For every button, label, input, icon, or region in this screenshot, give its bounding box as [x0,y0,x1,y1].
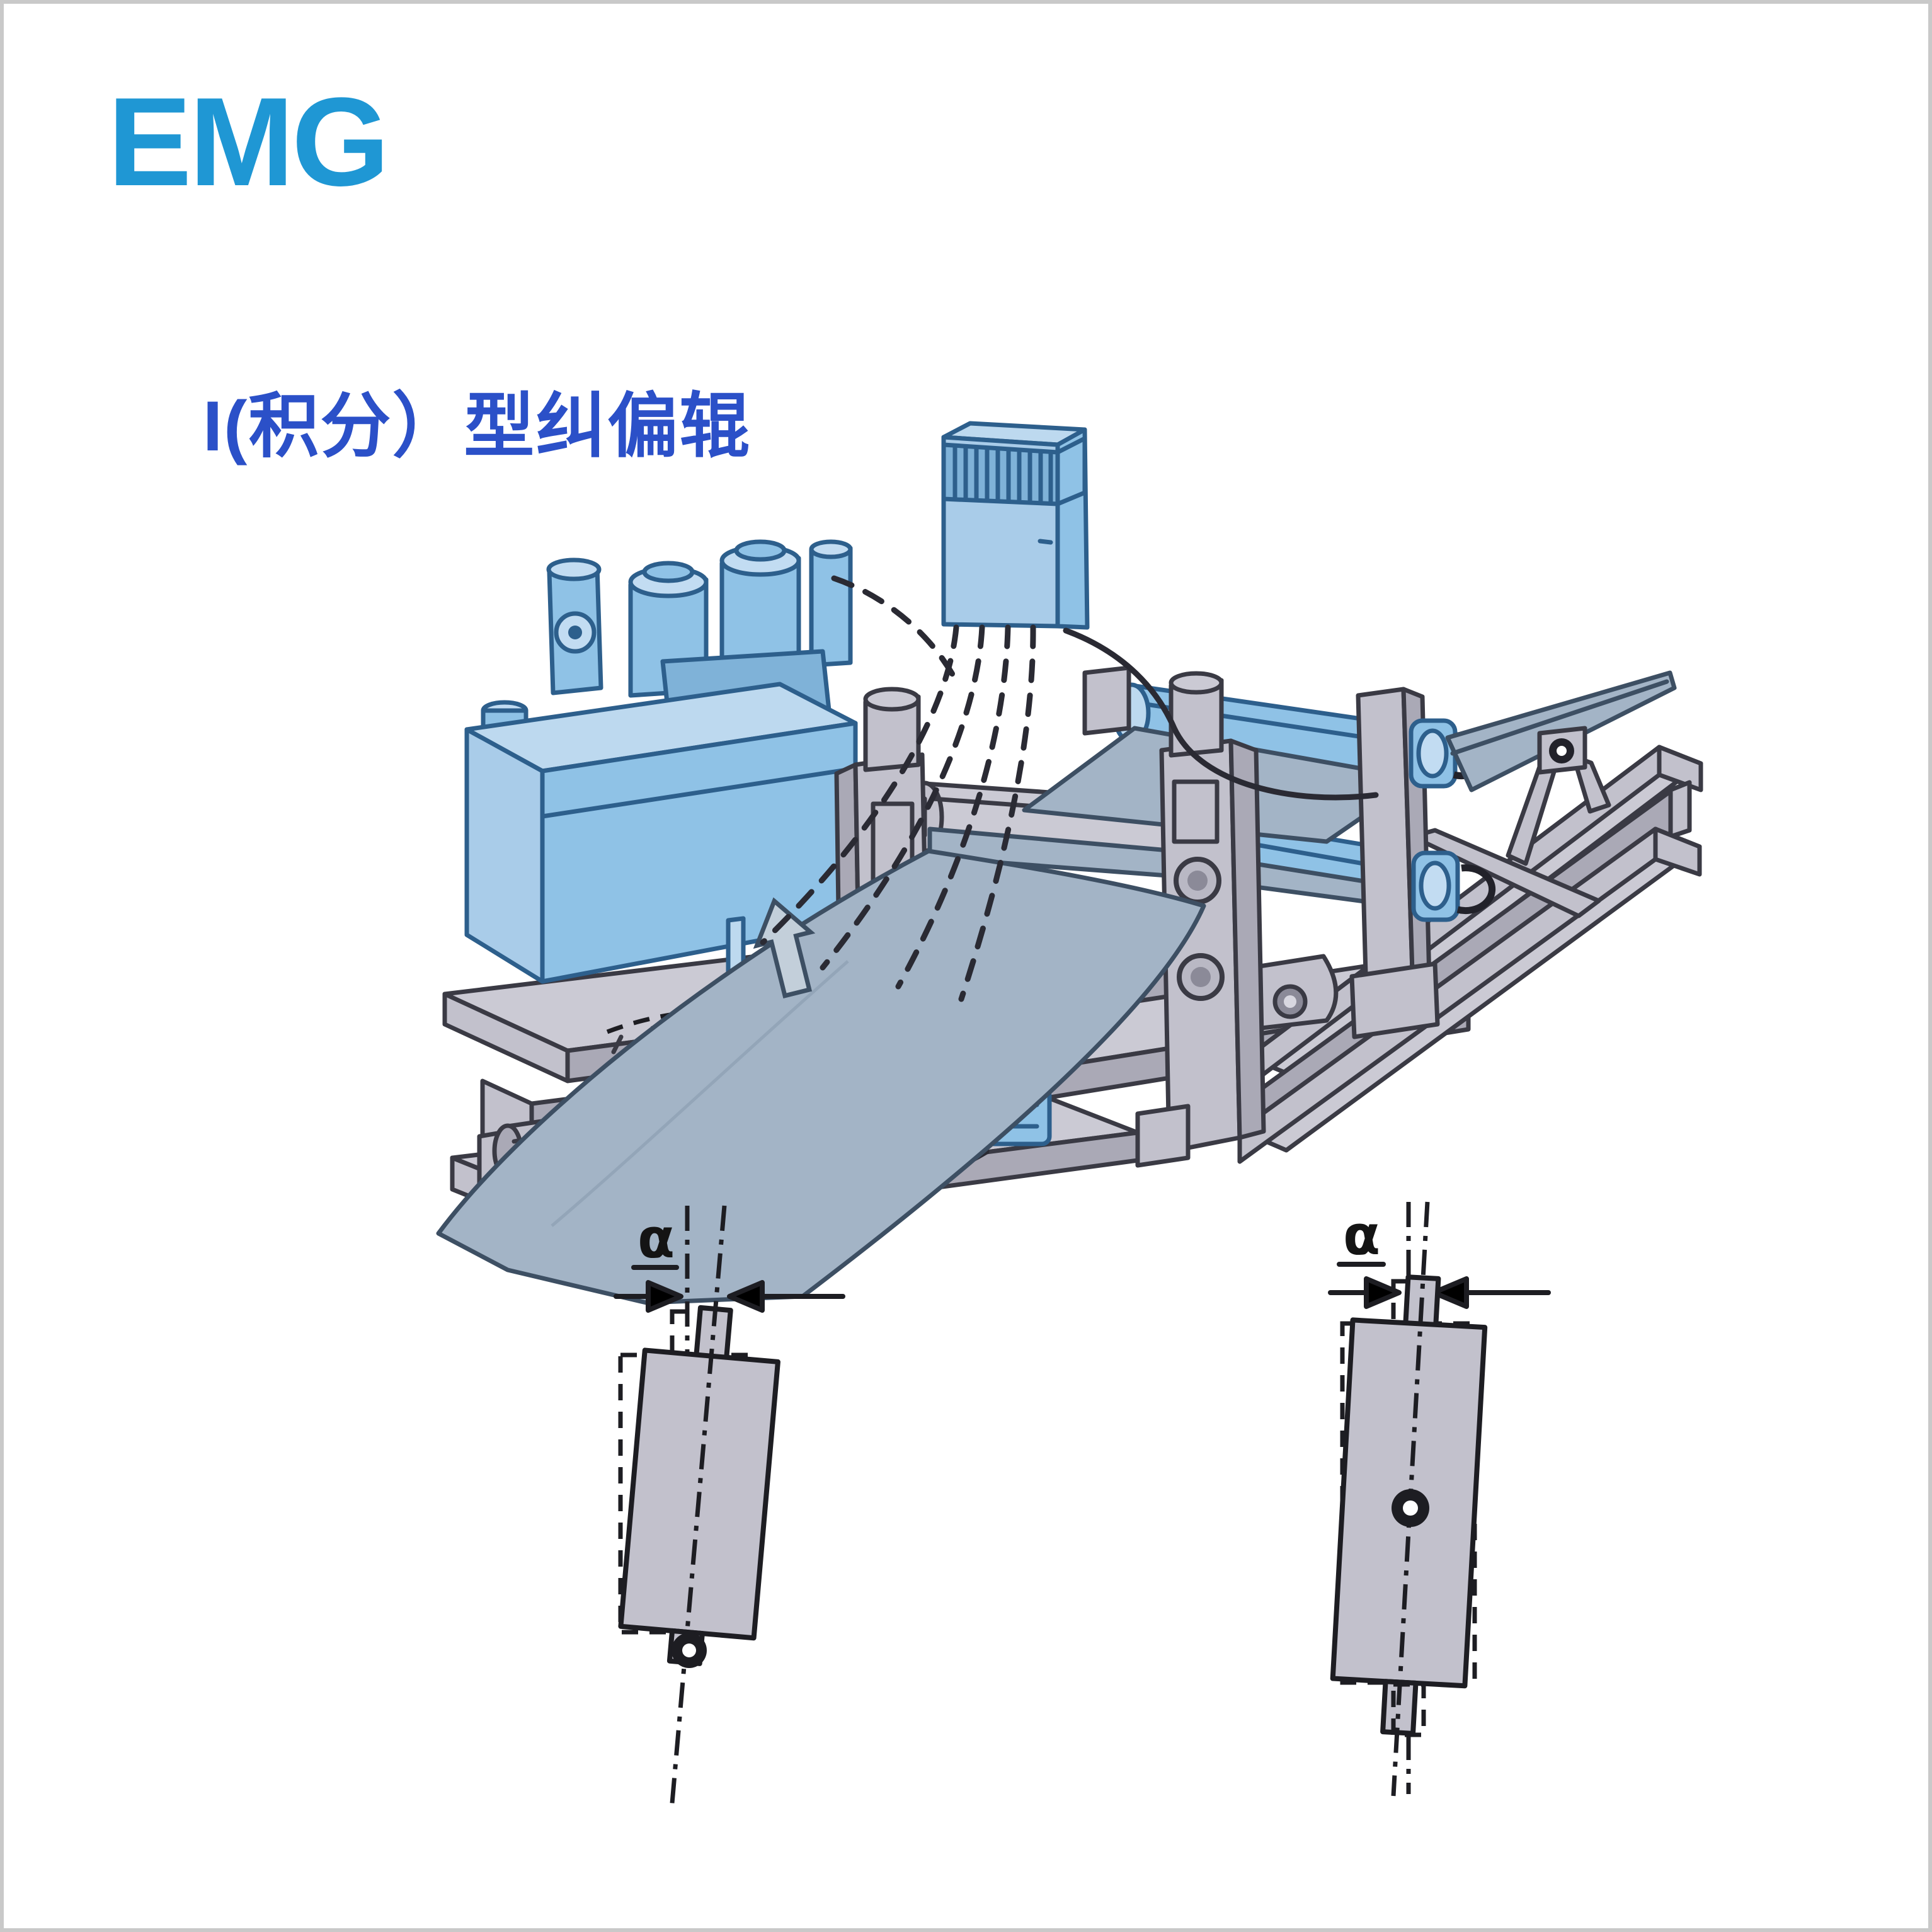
controller-cabinet [760,421,1379,1002]
web-direction-arrow [753,897,816,998]
page-title: I(积分）型纠偏辊 [203,387,752,466]
control-cables [760,575,1379,1002]
support-stand [1506,726,1611,866]
angle-label-right: α [1343,1204,1380,1267]
roller-tilt-diagram-center-pivot: α [1328,1201,1551,1797]
web-strip-drape [436,849,1206,1305]
mid-support-post [1349,687,1601,1039]
terminal-module-band [941,436,1087,506]
guide-frame-right-post [1135,671,1266,1168]
clevis-ring-lower [1456,864,1496,915]
emg-logo: EMG [108,72,390,212]
roller-tilt-diagram-end-pivot: α [614,1205,845,1811]
bearing-block [1082,665,1131,736]
machine-illustration: α α [436,421,1703,1811]
angle-label-left: α [637,1208,675,1271]
actuator-cable [1063,627,1379,801]
